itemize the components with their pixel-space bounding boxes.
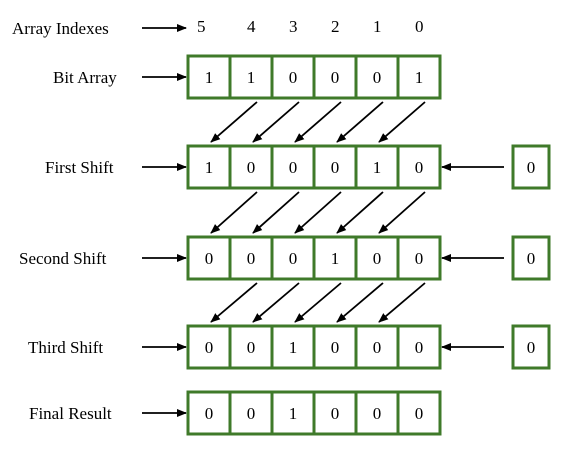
shift-arrow-icon: [210, 191, 258, 234]
row-label: First Shift: [45, 158, 114, 177]
bit-value: 1: [415, 68, 424, 87]
bit-value: 0: [415, 158, 424, 177]
bit-cell: [396, 144, 442, 190]
shift-arrow-icon: [252, 191, 300, 234]
bit-cell: [312, 324, 358, 370]
bit-cell: [228, 144, 274, 190]
shift-arrow-icon: [294, 101, 342, 143]
bit-value: 0: [247, 249, 256, 268]
bit-value: 0: [331, 338, 340, 357]
bit-cell: [270, 54, 316, 100]
bit-value: 1: [205, 158, 214, 177]
shift-in-value: 0: [527, 158, 536, 177]
bit-value: 1: [289, 404, 298, 423]
bit-cell: [354, 324, 400, 370]
index-label-2: 3: [289, 17, 298, 36]
bit-cell: [396, 390, 442, 436]
bit-value: 1: [205, 68, 214, 87]
shift-arrow-icon: [336, 101, 384, 143]
bit-value: 0: [289, 158, 298, 177]
index-label-1: 4: [247, 17, 256, 36]
row-1: First Shift 1 0 0 0 1 0 0: [45, 144, 551, 190]
bit-cell: [312, 144, 358, 190]
shift-arrow-icon: [294, 191, 342, 234]
bit-cell: [270, 235, 316, 281]
shift-in-value: 0: [527, 338, 536, 357]
bit-cell: [270, 390, 316, 436]
bit-cell: [396, 324, 442, 370]
bit-value: 0: [331, 404, 340, 423]
row-label: Bit Array: [53, 68, 117, 87]
bit-value: 0: [247, 404, 256, 423]
shift-arrow-icon: [336, 191, 384, 234]
bit-value: 0: [331, 158, 340, 177]
bit-value: 0: [247, 338, 256, 357]
shift-arrow-icon: [336, 282, 384, 323]
bit-cell: [396, 54, 442, 100]
row-0: Bit Array 1 1 0 0 0 1: [53, 54, 442, 100]
bit-value: 0: [331, 68, 340, 87]
bit-value: 1: [289, 338, 298, 357]
shift-in-cell: [511, 324, 551, 370]
shift-in-cell: [511, 144, 551, 190]
shift-arrow-icon: [294, 282, 342, 323]
bit-value: 0: [205, 338, 214, 357]
index-labels: 5 4 3 2 1 0: [197, 17, 424, 36]
index-label-5: 0: [415, 17, 424, 36]
bit-value: 1: [247, 68, 256, 87]
shift-arrow-icon: [378, 282, 426, 323]
bit-value: 0: [373, 338, 382, 357]
row-label: Third Shift: [28, 338, 103, 357]
row-3: Third Shift 0 0 1 0 0 0 0: [28, 324, 551, 370]
shift-in-value: 0: [527, 249, 536, 268]
bit-value: 1: [373, 158, 382, 177]
bit-value: 0: [415, 338, 424, 357]
array-indexes-label: Array Indexes: [12, 19, 109, 38]
bit-value: 0: [205, 404, 214, 423]
bit-value: 1: [331, 249, 340, 268]
bit-value: 0: [415, 249, 424, 268]
bit-value: 0: [289, 68, 298, 87]
shift-arrow-icon: [252, 282, 300, 323]
bit-value: 0: [373, 249, 382, 268]
row-label: Final Result: [29, 404, 112, 423]
bit-cell: [354, 390, 400, 436]
index-label-3: 2: [331, 17, 340, 36]
shift-arrow-icon: [252, 101, 300, 143]
bit-cell: [312, 54, 358, 100]
bit-value: 0: [205, 249, 214, 268]
shift-arrow-icon: [210, 101, 258, 143]
bit-value: 0: [289, 249, 298, 268]
row-2: Second Shift 0 0 0 1 0 0 0: [19, 235, 551, 281]
row-4: Final Result 0 0 1 0 0 0: [29, 390, 442, 436]
index-label-0: 5: [197, 17, 206, 36]
shift-arrows: [210, 101, 426, 323]
shift-arrow-icon: [378, 191, 426, 234]
shift-arrow-icon: [378, 101, 426, 143]
bit-value: 0: [247, 158, 256, 177]
shift-arrow-icon: [210, 282, 258, 323]
bit-cell: [354, 144, 400, 190]
bit-cell: [354, 235, 400, 281]
index-label-4: 1: [373, 17, 382, 36]
bit-value: 0: [415, 404, 424, 423]
row-label: Second Shift: [19, 249, 107, 268]
bit-value: 0: [373, 68, 382, 87]
shift-in-cell: [511, 235, 551, 281]
bit-cell: [270, 324, 316, 370]
bit-cell: [396, 235, 442, 281]
bit-cell: [186, 324, 232, 370]
bit-value: 0: [373, 404, 382, 423]
